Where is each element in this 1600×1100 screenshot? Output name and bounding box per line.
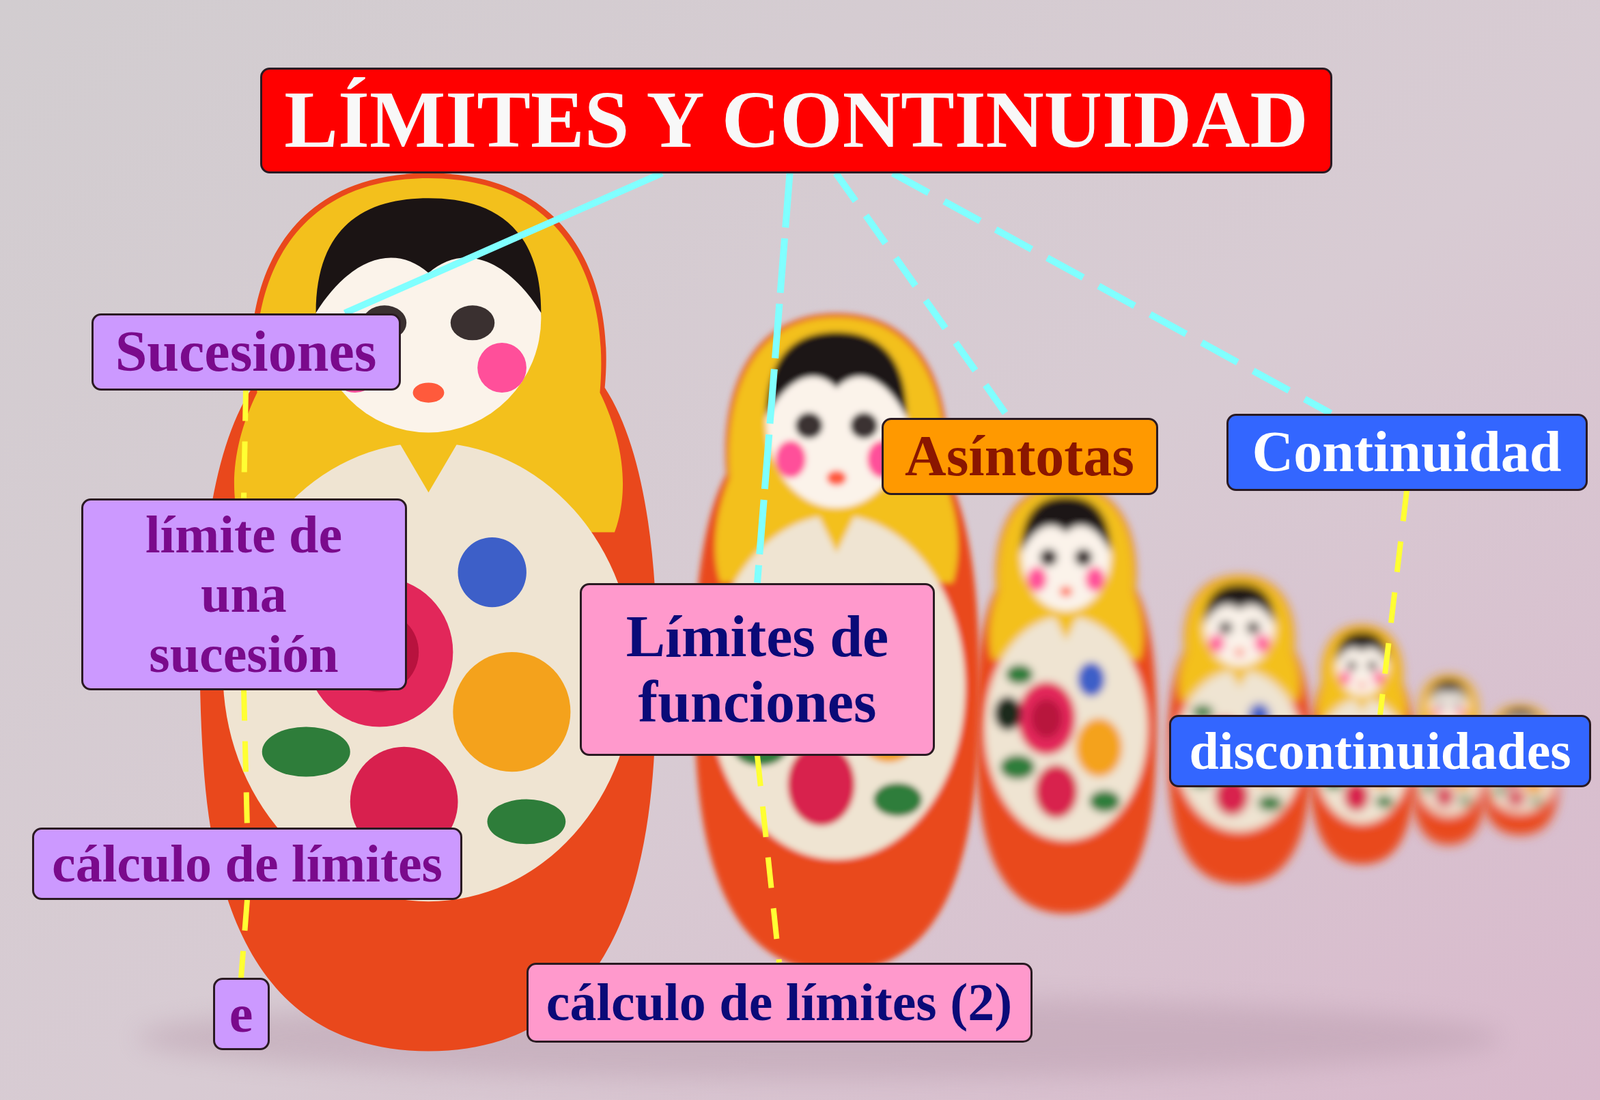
topic-box: Sucesiones <box>91 313 401 391</box>
node-text: Asíntotas <box>904 424 1135 489</box>
title-box: LÍMITES Y CONTINUIDAD <box>260 67 1333 174</box>
topic-box: Límites de funciones <box>579 583 935 756</box>
connector-line <box>344 173 663 314</box>
node-text: cálculo de límites <box>51 833 443 894</box>
connector-line <box>241 900 248 978</box>
node-text: Continuidad <box>1252 419 1562 485</box>
doll-medium <box>975 484 1157 914</box>
connector-line <box>243 390 246 499</box>
subtopic-box: cálculo de límites (2) <box>526 962 1033 1043</box>
connector-line <box>243 690 248 829</box>
connector-line <box>892 173 1331 414</box>
node-text: cálculo de límites (2) <box>546 972 1013 1032</box>
subtopic-box: discontinuidades <box>1169 714 1592 788</box>
subtopic-box: límite de una sucesión <box>81 498 407 691</box>
connector-line <box>1380 490 1407 716</box>
subtopic-box: e <box>213 977 270 1051</box>
node-text: límite de una sucesión <box>100 504 388 684</box>
subtopic-box: cálculo de límites <box>32 827 463 901</box>
node-text: e <box>229 984 254 1044</box>
connector-line <box>835 173 1009 418</box>
node-text: Sucesiones <box>115 319 377 384</box>
connector-line <box>757 173 791 584</box>
topic-box: Asíntotas <box>881 417 1159 496</box>
node-text: Límites de funciones <box>602 603 913 736</box>
node-text: discontinuidades <box>1188 721 1571 781</box>
connector-line <box>757 755 780 963</box>
node-text: LÍMITES Y CONTINUIDAD <box>284 75 1308 166</box>
topic-box: Continuidad <box>1226 413 1588 491</box>
